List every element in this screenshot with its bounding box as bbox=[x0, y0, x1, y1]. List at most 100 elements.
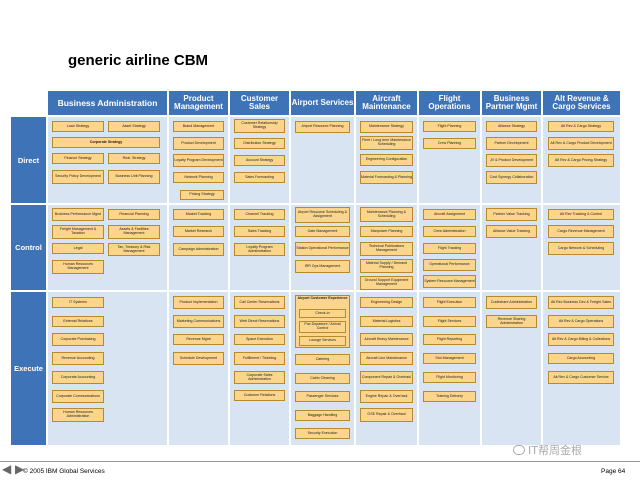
component-box: JV & Product Development bbox=[486, 154, 537, 167]
component-box: Flight Planning bbox=[423, 121, 476, 132]
component-box: Lounge Services bbox=[299, 336, 346, 346]
row-separator bbox=[48, 290, 633, 292]
component-box: Baggage Handling bbox=[295, 410, 350, 421]
component-box: Real. Strategy bbox=[108, 153, 160, 164]
component-box: Airport Resource Scheduling & Assignment bbox=[295, 207, 350, 223]
component-box: System Resource Management bbox=[423, 275, 476, 288]
component-box: Flight Monitoring bbox=[423, 372, 476, 383]
footer-divider bbox=[0, 461, 640, 462]
component-box: Catering bbox=[295, 354, 350, 365]
component-box: Fulfillment / Ticketing bbox=[234, 352, 285, 365]
component-box: Cargo Network & Scheduling bbox=[548, 242, 614, 255]
component-box: Flight Reporting bbox=[423, 334, 476, 345]
component-box: Gate Management bbox=[295, 226, 350, 237]
component-box: Human Resources Administration bbox=[52, 408, 104, 422]
component-box: Pax Departure / Arrival Control bbox=[299, 321, 346, 333]
component-box: Alt Rev & Cargo Customer Service bbox=[548, 371, 614, 384]
component-box: Sales Forecasting bbox=[234, 172, 285, 183]
column-header-flight-operations: Flight Operations bbox=[419, 91, 480, 115]
component-box: Customer Relations bbox=[234, 390, 285, 401]
component-box: Cargo Revenue Management bbox=[548, 225, 614, 238]
component-box: Business Performance Mgmt bbox=[52, 208, 104, 221]
chat-bubble-icon bbox=[513, 445, 525, 455]
component-box: Alt Rev & Cargo Operations bbox=[548, 315, 614, 328]
component-box: Crew Administration bbox=[423, 226, 476, 237]
component-box: Network Planning bbox=[173, 172, 224, 183]
component-box: IT Systems bbox=[52, 297, 104, 308]
component-box: Flight Tracking bbox=[423, 243, 476, 254]
component-box: Manpower Planning bbox=[360, 226, 413, 237]
component-box: Training Delivery bbox=[423, 391, 476, 402]
column-bg bbox=[543, 117, 620, 445]
row-header-direct: Direct bbox=[11, 117, 46, 203]
component-box: Call Center Reservations bbox=[234, 296, 285, 309]
component-box: Passenger Services bbox=[295, 391, 350, 402]
component-box: Revenue Accounting bbox=[52, 352, 104, 365]
column-header-customer-sales: Customer Sales bbox=[230, 91, 289, 115]
component-box: Loyalty Program Administration bbox=[234, 243, 285, 256]
component-box: Alt Rev & Cargo Billing & Collections bbox=[548, 333, 614, 346]
component-box: Asset Strategy bbox=[108, 121, 160, 132]
page-title: generic airline CBM bbox=[68, 52, 209, 69]
component-box: Cabin Cleaning bbox=[295, 373, 350, 384]
component-box: Partner Development bbox=[486, 137, 537, 150]
component-box: Flight Services bbox=[423, 316, 476, 327]
component-box: Corporate Purchasing bbox=[52, 333, 104, 346]
component-box: Fleet / Long term Maintenance Scheduling bbox=[360, 136, 413, 150]
slide-nav-arrows-icon[interactable]: ◀ ▶ bbox=[2, 462, 25, 476]
component-box: Market Tracking bbox=[173, 209, 224, 220]
component-box: Corporate Strategy bbox=[52, 137, 160, 148]
footer-copyright: © 2005 IBM Global Services bbox=[23, 468, 105, 475]
component-box: Partner Value Tracking bbox=[486, 208, 537, 221]
component-box: Engineering Configuration bbox=[360, 154, 413, 166]
page-number: Page 64 bbox=[601, 468, 626, 475]
component-box: Aircraft Line Maintenance bbox=[360, 352, 413, 365]
component-box: Cargo Accounting bbox=[548, 353, 614, 364]
column-header-business-administration: Business Administration bbox=[48, 91, 167, 115]
component-box: Aircraft Assignment bbox=[423, 209, 476, 220]
component-box: IRR Ops Management bbox=[295, 260, 350, 273]
component-box: Slot Management bbox=[423, 353, 476, 364]
component-box: Maintenance Planning & Scheduling bbox=[360, 207, 413, 222]
component-box: External Relations bbox=[52, 316, 104, 327]
component-box: Financial Planning bbox=[108, 209, 160, 220]
component-box: Station Operational Performance bbox=[295, 242, 350, 256]
component-box: Distribution Strategy bbox=[234, 138, 285, 149]
component-box: Material Logistics bbox=[360, 316, 413, 327]
component-box: Pricing Strategy bbox=[180, 190, 224, 200]
component-box: Engine Repair & Overhaul bbox=[360, 390, 413, 403]
component-box: Security Policy Development bbox=[52, 170, 104, 184]
column-bg bbox=[291, 117, 354, 445]
column-header-aircraft-maintenance: Aircraft Maintenance bbox=[356, 91, 417, 115]
component-box: Legal bbox=[52, 243, 104, 254]
component-box: GSE Repair & Overhaul bbox=[360, 408, 413, 422]
component-box: Campaign Administration bbox=[173, 243, 224, 256]
component-box: Maintenance Strategy bbox=[360, 121, 413, 133]
column-header-airport-services: Airport Services bbox=[291, 91, 354, 115]
component-box: Freight Management & Taxation bbox=[52, 225, 104, 239]
component-box: Account Strategy bbox=[234, 155, 285, 166]
component-box: Marketing Communications bbox=[173, 315, 224, 328]
component-box: Check-in bbox=[299, 309, 346, 318]
component-box: Security Execution bbox=[295, 428, 350, 439]
component-box: Human Resources Management bbox=[52, 260, 104, 274]
column-header-alt-revenue-cargo: Alt Revenue & Cargo Services bbox=[543, 91, 620, 115]
component-box: Ground Support Equipment Management bbox=[360, 276, 413, 290]
component-box: Corporate Sales Administration bbox=[234, 371, 285, 384]
row-header-control: Control bbox=[11, 205, 46, 290]
component-box: Crew Planning bbox=[423, 138, 476, 149]
component-box: Corporate Accounting bbox=[52, 371, 104, 384]
component-box: Technical Publications Management bbox=[360, 242, 413, 256]
component-box: Finance Strategy bbox=[52, 153, 104, 164]
component-box: Channel Tracking bbox=[234, 209, 285, 220]
component-box: Assets & Facilities Management bbox=[108, 225, 160, 239]
component-box: Component Repair & Overhaul bbox=[360, 371, 413, 384]
component-box: Corporate Communications bbox=[52, 390, 104, 403]
component-box: Alt Rev & Cargo Pricing Strategy bbox=[548, 154, 614, 167]
component-box: Business Unit Planning bbox=[108, 170, 160, 184]
component-box: Alt Rev Business Dev & Freight Sales bbox=[548, 296, 614, 309]
row-separator bbox=[48, 203, 633, 205]
component-box: Alt Rev Tracking & Control bbox=[548, 209, 614, 220]
component-box: Loyalty Program Development bbox=[173, 154, 224, 167]
column-bg bbox=[169, 117, 228, 445]
